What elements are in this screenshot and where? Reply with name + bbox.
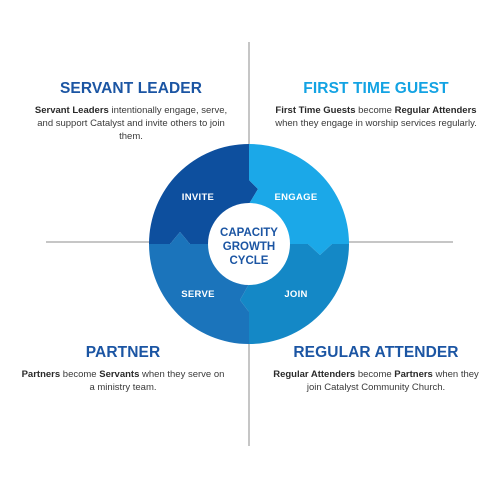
desc-text: when they engage in worship services reg… — [275, 118, 477, 129]
desc-bold: Servant Leaders — [34, 105, 109, 116]
center-label-line1: CAPACITY — [220, 227, 278, 239]
serve-label: SERVE — [181, 289, 215, 300]
desc-bold: Partners — [21, 369, 61, 380]
quadrant-title: PARTNER — [85, 344, 161, 361]
invite-segment — [149, 144, 258, 244]
quadrant-description: Partners become Servants when they serve… — [18, 368, 228, 394]
quadrant-description: Regular Attenders become Partners when t… — [271, 368, 481, 394]
desc-text: become — [355, 105, 395, 116]
quadrant-title: REGULAR ATTENDER — [293, 344, 459, 361]
desc-text: become — [60, 369, 100, 380]
desc-bold: Regular Attenders — [394, 105, 477, 116]
desc-text: when they serve on a ministry team. — [89, 369, 225, 393]
desc-bold: Regular Attenders — [273, 369, 356, 380]
desc-text: when they join Catalyst Community Church… — [306, 369, 479, 393]
quadrant-title: FIRST TIME GUEST — [303, 80, 449, 97]
quadrant-title: SERVANT LEADER — [59, 80, 203, 97]
center-circle — [208, 203, 290, 285]
quadrant-description: First Time Guests become Regular Attende… — [271, 104, 481, 130]
quadrant-first-time-guest: FIRST TIME GUEST First Time Guests becom… — [271, 79, 481, 130]
desc-bold: First Time Guests — [275, 105, 356, 116]
invite-label: INVITE — [182, 192, 214, 203]
cycle-ring — [149, 144, 349, 344]
quadrant-partner: PARTNER Partners become Servants when th… — [18, 343, 228, 394]
quadrant-servant-leader: SERVANT LEADER Servant Leaders intention… — [26, 79, 236, 143]
serve-segment — [149, 232, 249, 344]
center-label-line3: CYCLE — [230, 255, 269, 267]
desc-bold: Servants — [99, 369, 140, 380]
desc-bold: Partners — [394, 369, 433, 380]
engage-label: ENGAGE — [275, 192, 318, 203]
center-label-line2: GROWTH — [223, 241, 275, 253]
join-segment — [240, 244, 349, 344]
desc-text: intentionally engage, serve, and support… — [37, 105, 228, 142]
quadrant-description: Servant Leaders intentionally engage, se… — [26, 104, 236, 143]
quadrant-regular-attender: REGULAR ATTENDER Regular Attenders becom… — [271, 343, 481, 394]
desc-text: become — [355, 369, 395, 380]
join-label: JOIN — [284, 289, 307, 300]
engage-segment — [249, 144, 349, 255]
